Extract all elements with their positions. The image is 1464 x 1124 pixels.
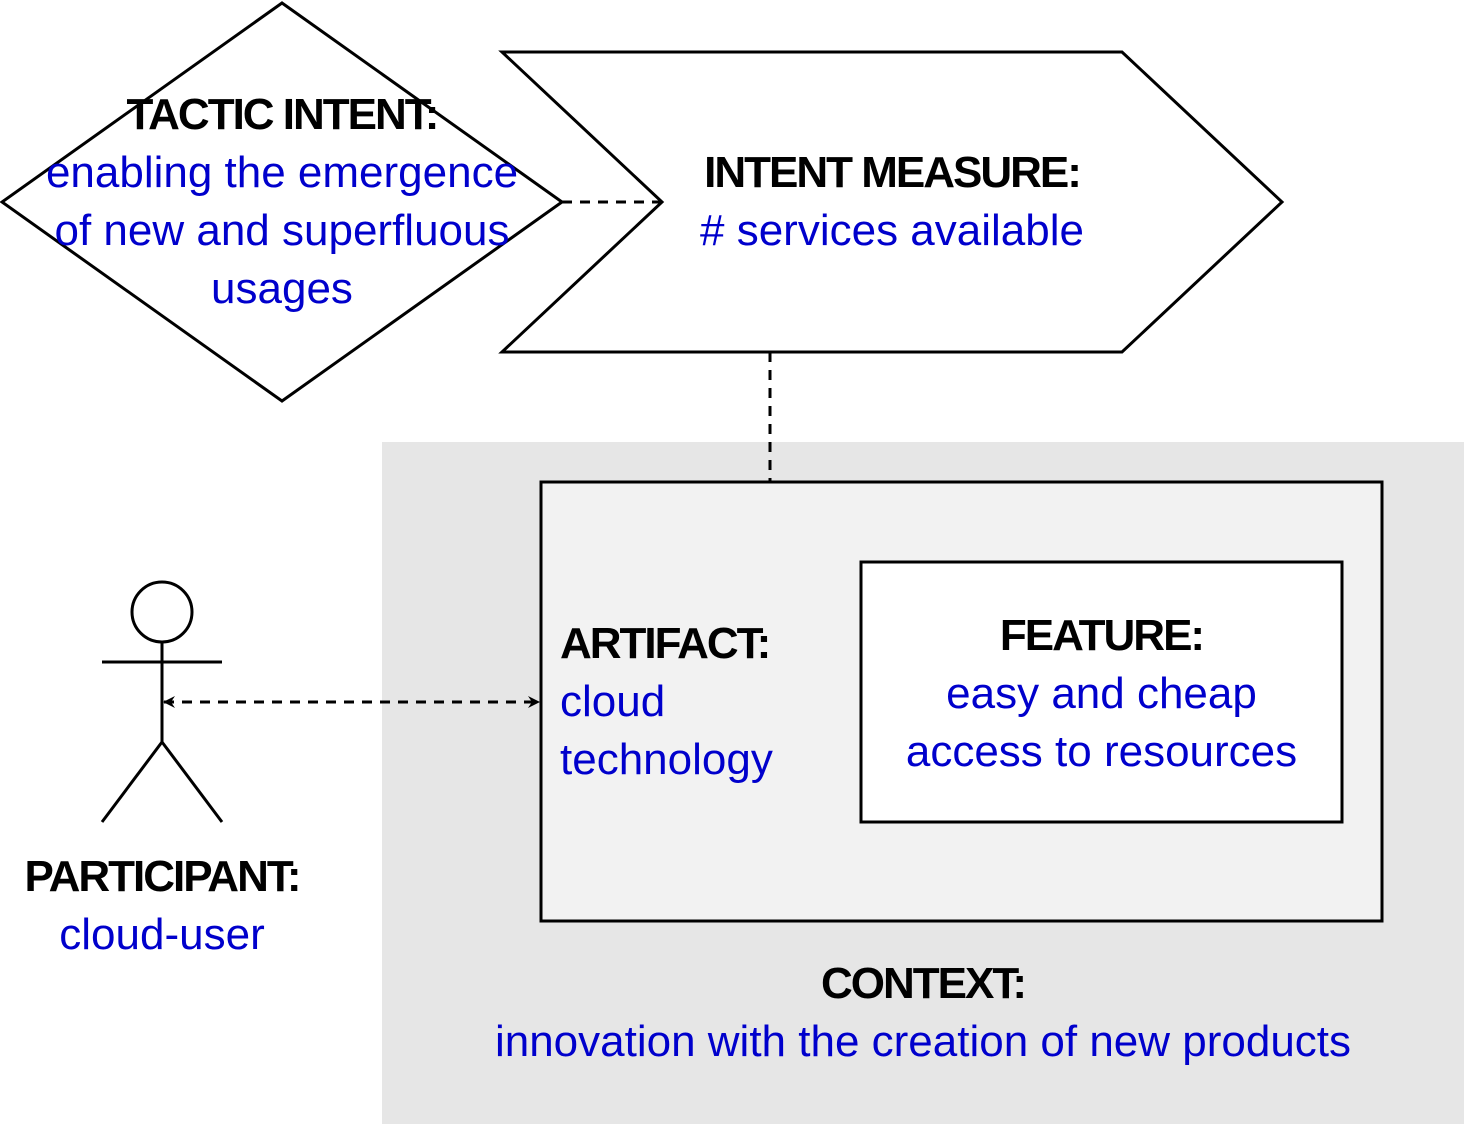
- participant-heading: PARTICIPANT:: [24, 852, 301, 901]
- feature-heading: FEATURE:: [999, 611, 1205, 660]
- artifact-label: ARTIFACT: cloud technology: [560, 615, 773, 789]
- intent-measure-heading: INTENT MEASURE:: [704, 148, 1082, 197]
- feature-box: [859, 560, 1344, 824]
- context-heading: CONTEXT:: [821, 959, 1027, 1008]
- intent-measure-label: INTENT MEASURE: # services available: [662, 144, 1122, 260]
- artifact-text-line-2: technology: [560, 735, 773, 784]
- artifact-text-line-1: cloud: [560, 677, 666, 726]
- tactic-intent-diamond: [0, 1, 565, 403]
- tactic-intent-text-line-2: of new and superfluous: [54, 206, 510, 255]
- feature-text-line-1: easy and cheap: [946, 669, 1257, 718]
- participant-label: PARTICIPANT: cloud-user: [2, 848, 322, 964]
- tactic-intent-label: TACTIC INTENT: enabling the emergence of…: [2, 86, 562, 318]
- tactic-intent-heading: TACTIC INTENT:: [126, 90, 440, 139]
- feature-text-line-2: access to resources: [905, 727, 1298, 776]
- context-text: innovation with the creation of new prod…: [494, 1017, 1352, 1066]
- intent-measure-text: # services available: [700, 206, 1084, 255]
- context-label: CONTEXT: innovation with the creation of…: [382, 955, 1464, 1071]
- feature-label: FEATURE: easy and cheap access to resour…: [861, 607, 1342, 781]
- tactic-intent-text-line-1: enabling the emergence: [45, 148, 519, 197]
- participant-text: cloud-user: [59, 910, 265, 959]
- participant-actor-icon: [100, 580, 224, 823]
- artifact-heading: ARTIFACT:: [560, 619, 771, 668]
- tactic-intent-text-line-3: usages: [211, 264, 353, 313]
